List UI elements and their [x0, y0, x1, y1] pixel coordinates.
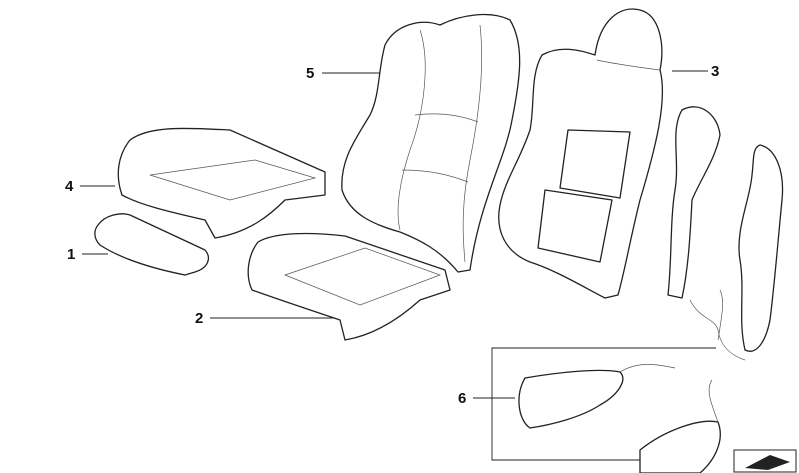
- bracket-6: [491, 347, 716, 461]
- part-3-backrest-foam[interactable]: [498, 8, 664, 299]
- next-page-arrow-icon[interactable]: [733, 449, 797, 473]
- callout-5: 5: [306, 65, 315, 82]
- part-2-seat-frame[interactable]: [247, 232, 451, 341]
- part-1-cushion-pad[interactable]: [94, 213, 209, 276]
- part-5-backrest-cover[interactable]: [341, 13, 521, 273]
- side-bolster-frames[interactable]: [667, 106, 784, 361]
- callout-6: 6: [458, 390, 467, 407]
- callout-1: 1: [67, 246, 76, 263]
- callout-4: 4: [65, 178, 74, 195]
- part-4-seat-cover[interactable]: [117, 127, 326, 239]
- callout-2: 2: [195, 310, 204, 327]
- part-6-heating-elements[interactable]: [518, 364, 721, 473]
- callout-3: 3: [711, 63, 720, 80]
